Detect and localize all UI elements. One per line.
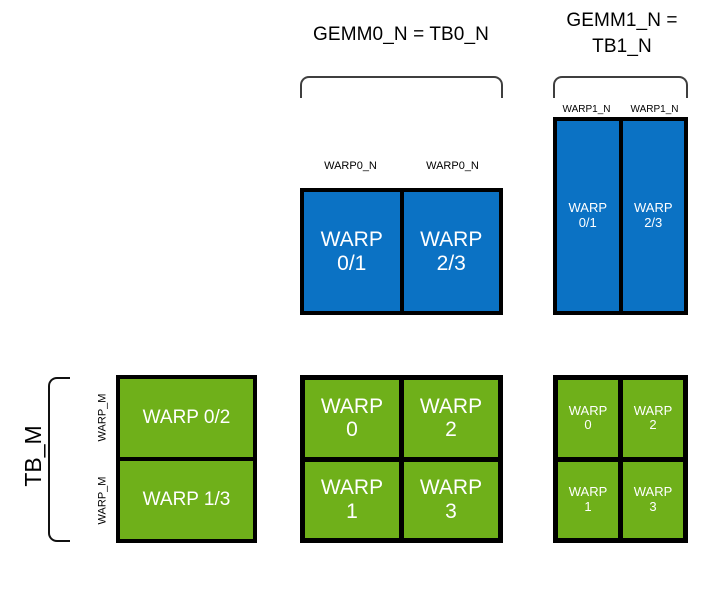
- warp-m-label-top: WARP_M: [96, 393, 109, 442]
- left-green-block: WARP 0/2 WARP 1/3: [116, 375, 257, 543]
- right-green-cell-1[interactable]: WARP 2: [623, 380, 683, 457]
- warp0-n-label-left: WARP0_N: [324, 160, 377, 172]
- tb-m-span-bracket: [48, 377, 70, 542]
- warp1-n-label-right: WARP1_N: [630, 104, 679, 115]
- middle-green-cell-1[interactable]: WARP 2: [404, 380, 498, 457]
- middle-green-cell-0[interactable]: WARP 0: [305, 380, 399, 457]
- gemm1-blue-cell-0[interactable]: WARP 0/1: [557, 121, 619, 311]
- right-green-cell-2[interactable]: WARP 1: [558, 461, 618, 538]
- gemm1-blue-cell-1[interactable]: WARP 2/3: [622, 121, 684, 311]
- middle-green-block: WARP 0 WARP 2 WARP 1 WARP 3: [300, 375, 503, 543]
- right-green-cell-3[interactable]: WARP 3: [623, 461, 683, 538]
- warp1-n-label-left: WARP1_N: [562, 104, 611, 115]
- gemm0-blue-cell-0[interactable]: WARP 0/1: [304, 192, 400, 311]
- tb-m-label: TB_M: [20, 425, 46, 487]
- gemm0-blue-cell-1[interactable]: WARP 2/3: [403, 192, 499, 311]
- warp0-n-label-right: WARP0_N: [426, 160, 479, 172]
- left-green-cell-1[interactable]: WARP 1/3: [120, 461, 253, 539]
- gemm0-blue-block: WARP 0/1 WARP 2/3: [300, 188, 503, 315]
- middle-green-cell-3[interactable]: WARP 3: [404, 461, 498, 538]
- right-green-block: WARP 0 WARP 2 WARP 1 WARP 3: [553, 375, 688, 543]
- gemm1-span-bracket: [553, 76, 688, 98]
- middle-green-cell-2[interactable]: WARP 1: [305, 461, 399, 538]
- gemm1-blue-block: WARP 0/1 WARP 2/3: [553, 117, 688, 315]
- gemm0-title: GEMM0_N = TB0_N: [313, 24, 489, 45]
- gemm0-span-bracket: [300, 76, 503, 98]
- left-green-cell-0[interactable]: WARP 0/2: [120, 379, 253, 457]
- warp-m-label-bottom: WARP_M: [96, 476, 109, 525]
- right-green-cell-0[interactable]: WARP 0: [558, 380, 618, 457]
- gemm1-title: GEMM1_N = TB1_N: [566, 10, 678, 57]
